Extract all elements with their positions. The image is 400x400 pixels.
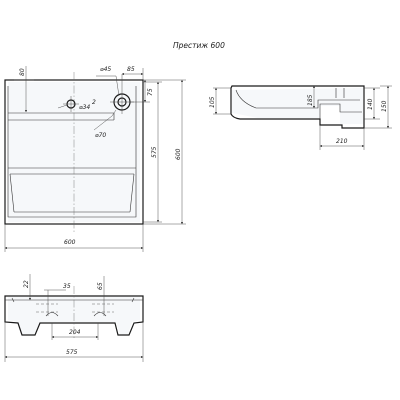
- dim-back-height: 150: [381, 100, 388, 112]
- dim-bracket-depth: 210: [336, 138, 348, 145]
- dim-tap-base: ⌀70: [95, 132, 106, 139]
- top-view: 80 ⌀34 2 ⌀45 85 75 ⌀70 575 600 600: [4, 66, 186, 252]
- dim-tap-offset: 85: [127, 66, 135, 73]
- dim-overflow-hole: ⌀34: [79, 104, 90, 111]
- dim-overflow-slope: 2: [92, 99, 96, 106]
- side-view-outline: [230, 85, 365, 129]
- dim-bracket-height: 22: [23, 280, 30, 288]
- back-ledge-line: [8, 112, 114, 121]
- dim-front-height: 105: [209, 96, 216, 108]
- front-view: 22 35 65 204 575: [4, 274, 144, 362]
- drawing-title: Престиж 600: [173, 41, 225, 50]
- dim-total-depth: 600: [175, 148, 182, 160]
- bowl-floor-line: [8, 167, 136, 175]
- top-view-bowl-outline: [7, 86, 137, 218]
- dim-top-depth: 575: [151, 146, 158, 158]
- dim-bowl-depth: 185: [307, 94, 314, 106]
- dim-overall-height: 140: [367, 98, 374, 110]
- dim-tap-hole: ⌀45: [100, 66, 111, 73]
- dim-front-width: 575: [66, 349, 78, 356]
- side-view: 105 185 140 150 210: [209, 85, 392, 150]
- dim-left-hole: 35: [63, 283, 71, 290]
- dim-top-width: 600: [64, 239, 76, 246]
- dim-hole-spacing: 204: [69, 329, 81, 336]
- dim-overflow-offset: 80: [19, 68, 26, 76]
- dim-tap-depth: 75: [147, 88, 154, 96]
- dim-right-hole: 65: [97, 282, 104, 290]
